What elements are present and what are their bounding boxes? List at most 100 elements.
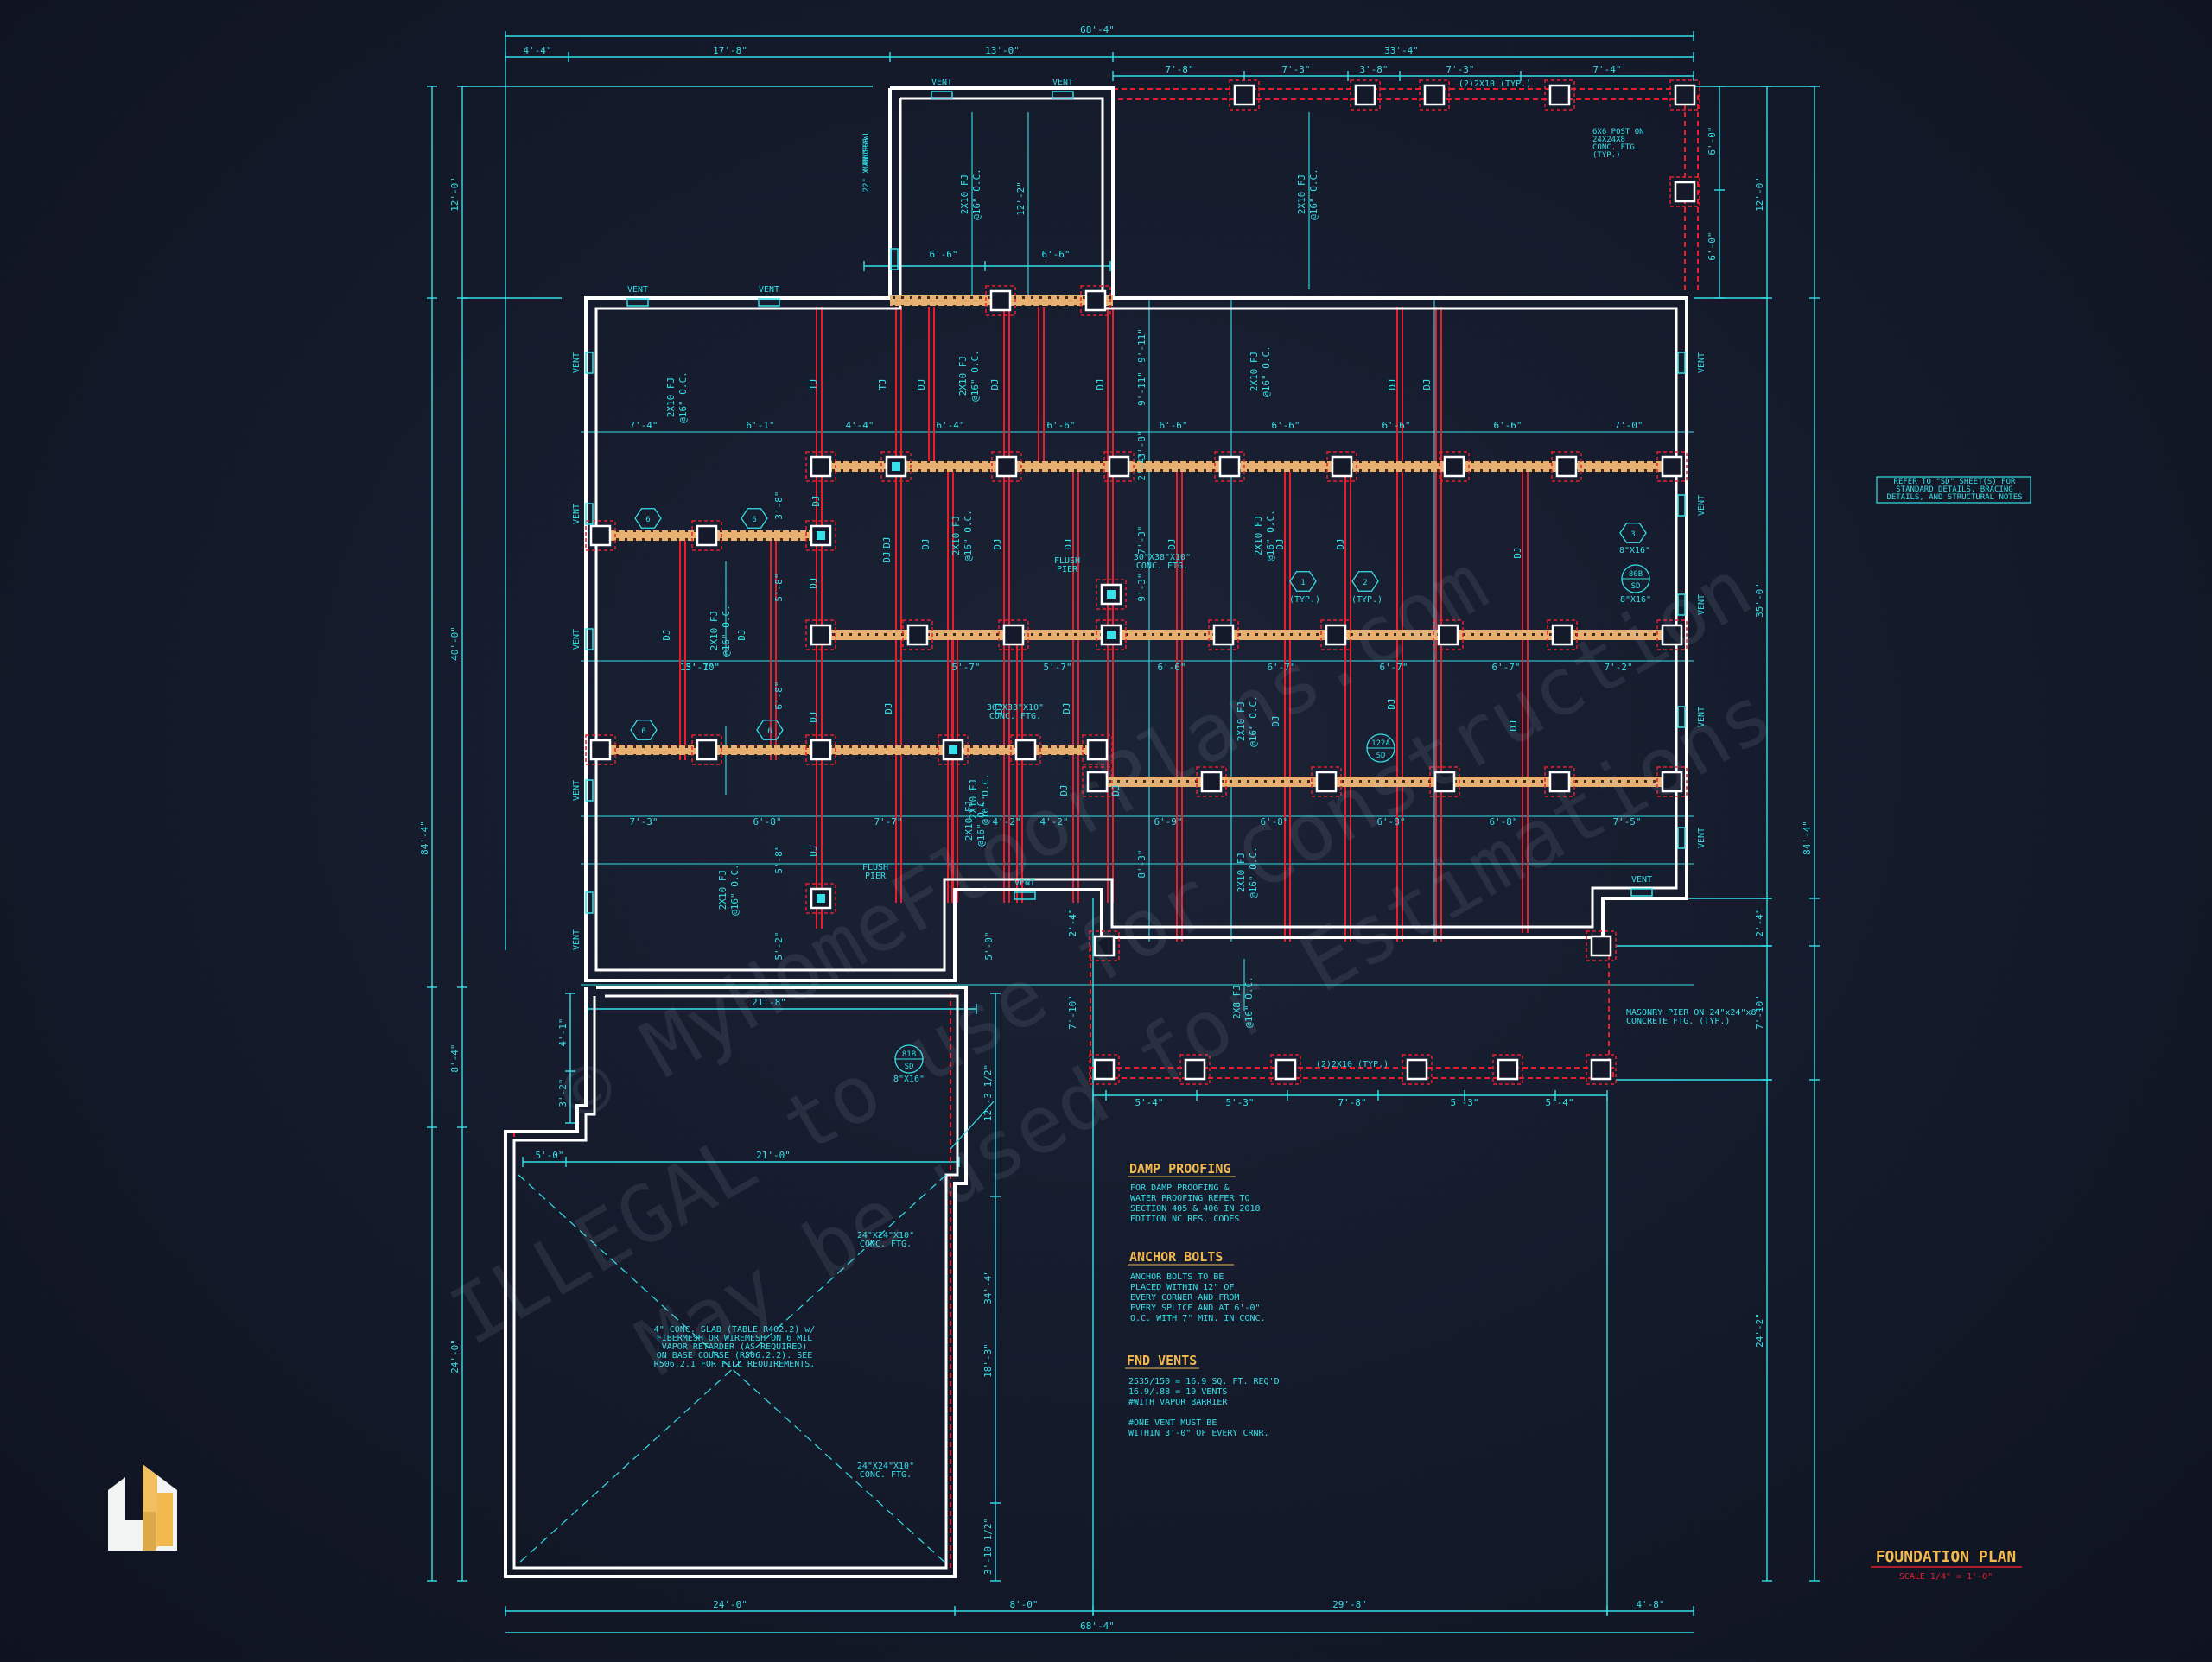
drawing-label: 2X10 FJ — [957, 356, 969, 396]
vent-icon — [1677, 494, 1686, 517]
drawing-label: @16" O.C. — [677, 371, 689, 423]
drawing-label: 34'-4" — [982, 1270, 994, 1304]
drawing-label: FLUSH — [1054, 556, 1080, 566]
drawing-label: @16" O.C. — [1261, 346, 1272, 397]
girder-beam — [812, 630, 1676, 640]
drawing-label: VENT — [572, 929, 582, 950]
pier — [1354, 84, 1376, 106]
vent-icon — [1052, 91, 1074, 99]
drawing-label: 12'-2" — [1015, 181, 1027, 216]
pier — [1674, 84, 1696, 106]
drawing-label: 5'-3" — [1450, 1097, 1478, 1108]
pier-footing — [1082, 734, 1113, 765]
pier — [1433, 771, 1456, 793]
drawing-label: 12'-3 1/2" — [982, 1064, 994, 1121]
pier — [1325, 624, 1347, 646]
drawing-label: 2X10 FJ — [1253, 516, 1264, 555]
drawing-label: 68'-4" — [1080, 24, 1115, 35]
drawing-label: 5'-3" — [1225, 1097, 1254, 1108]
detail-tag-icon — [1619, 523, 1647, 543]
drawing-label: CRAWL — [862, 130, 871, 154]
drawing-label: 2X10 FJ — [1236, 701, 1247, 741]
drawing-label: DAMP PROOFING — [1129, 1161, 1230, 1177]
pier-footing — [1089, 1054, 1120, 1085]
pier — [1093, 1058, 1116, 1081]
drawing-label: 7'-10" — [1754, 995, 1765, 1030]
drawing-label: DJ — [920, 538, 931, 549]
drawing-label: DJ — [1386, 698, 1397, 709]
drawing-label: VENT — [1014, 879, 1035, 888]
drawing-label: DJ — [883, 702, 894, 714]
drawing-label: 17'-8" — [713, 45, 747, 56]
drawing-label: 81B — [902, 1050, 916, 1059]
drawing-label: @16" O.C. — [1265, 510, 1276, 561]
drawing-label: PLACED WITHIN 12" OF — [1130, 1283, 1234, 1292]
pier-footing — [991, 451, 1022, 482]
drawing-label: CONC. FTG. — [860, 1240, 912, 1249]
drawing-label: 8'-3" — [1136, 849, 1147, 878]
pier — [696, 524, 718, 547]
drawing-label: SD — [905, 1063, 914, 1071]
pier — [1200, 771, 1223, 793]
drawing-label: 2X10 FJ — [959, 174, 970, 214]
pier — [1443, 455, 1465, 478]
pier-footing — [1547, 619, 1578, 650]
drawing-label: O.C. WITH 7" MIN. IN CONC. — [1130, 1314, 1266, 1323]
pier-footing — [1544, 766, 1575, 797]
drawing-label: VENT — [572, 629, 582, 650]
detail-tag-icon — [741, 508, 768, 529]
drawing-label: 6'-7" — [1379, 662, 1408, 673]
drawing-label: 29'-8" — [1332, 1599, 1367, 1610]
pier-footing — [1544, 79, 1575, 111]
pier-footing — [1179, 1054, 1211, 1085]
pier-footing — [1586, 930, 1617, 961]
drawing-label: DJ — [810, 495, 822, 506]
vent-icon — [1677, 593, 1686, 616]
drawing-label: 2 — [1363, 579, 1367, 587]
drawing-label: #ONE VENT MUST BE — [1128, 1418, 1217, 1428]
pier — [1661, 771, 1683, 793]
detail-tag-icon — [1289, 571, 1317, 592]
pier-footing — [1669, 176, 1700, 207]
drawing-label: 6'-7" — [1491, 662, 1520, 673]
drawing-label: 6'-9" — [1154, 816, 1182, 828]
drawing-label: 7'-7" — [874, 816, 902, 828]
drawing-label: 7'-8" — [1165, 64, 1193, 75]
pier-footing — [1096, 619, 1127, 650]
drawing-label: @16" O.C. — [1243, 976, 1255, 1028]
drawing-label: 6'-6" — [1157, 662, 1185, 673]
drawing-label: SD — [1376, 752, 1386, 760]
pier — [1212, 624, 1235, 646]
drawing-label: 6'-6" — [1382, 420, 1410, 431]
vent-icon — [585, 503, 594, 525]
vent-icon — [585, 352, 594, 374]
pier-footing — [1419, 79, 1450, 111]
pier-footing — [1439, 451, 1470, 482]
drawing-label: 3'-10 1/2" — [982, 1518, 994, 1575]
drawing-label: DJ — [808, 711, 819, 722]
pier — [995, 455, 1018, 478]
drawing-label: FND VENTS — [1127, 1353, 1197, 1368]
drawing-label: 7'-4" — [1592, 64, 1621, 75]
drawing-label: @16" O.C. — [963, 510, 974, 561]
drawing-label: 2X10 FJ — [1236, 853, 1247, 892]
drawing-label: DJ — [1095, 378, 1106, 390]
pier-footing — [1326, 451, 1357, 482]
drawing-label: 2X10 FJ — [963, 801, 975, 841]
drawing-label: CONC. FTG. — [989, 712, 1041, 721]
pier — [1002, 624, 1025, 646]
drawing-label: FOR DAMP PROOFING & — [1130, 1183, 1229, 1193]
drawing-label: DJ — [1508, 720, 1519, 731]
drawing-label: 8'-4" — [449, 1044, 461, 1072]
pier — [1233, 84, 1255, 106]
drawing-label: DJ — [736, 629, 747, 640]
drawing-label: 5'-2" — [773, 931, 785, 960]
drawing-label: DJ — [1063, 538, 1074, 549]
drawing-label: 6X6 POST ON — [1592, 128, 1644, 136]
drawing-label: DJ — [1512, 547, 1523, 558]
drawing-label: DJ — [661, 629, 672, 640]
drawing-label: 84'-4" — [419, 821, 430, 855]
pier — [1674, 181, 1696, 203]
drawing-label: 4'-8" — [1636, 1599, 1664, 1610]
